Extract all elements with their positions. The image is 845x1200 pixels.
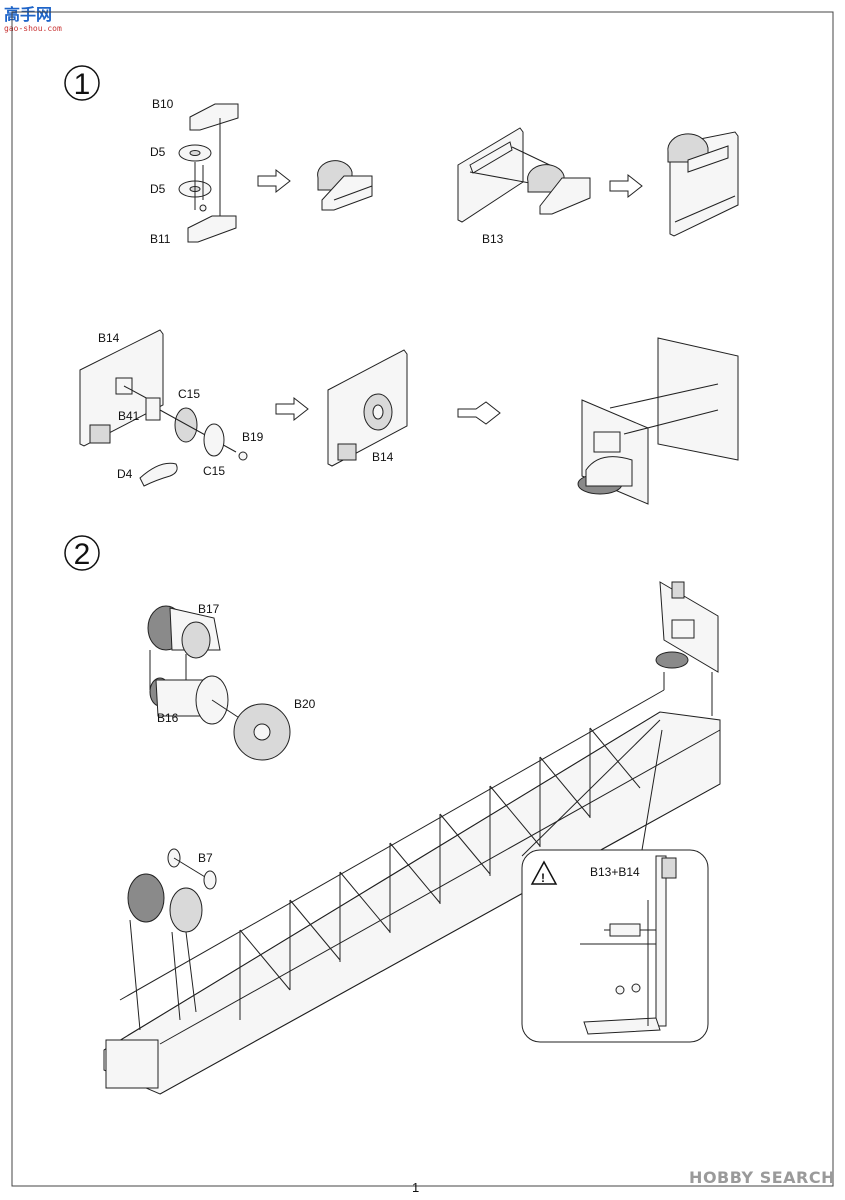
part-b7-right bbox=[203, 870, 217, 890]
label-b14-mid: B14 bbox=[372, 450, 394, 464]
label-b16: B16 bbox=[157, 711, 179, 725]
site-logo: 高手网 gao-shou.com bbox=[4, 6, 70, 38]
lattice-boom bbox=[103, 689, 721, 1095]
part-b13 bbox=[457, 127, 524, 223]
step-1-marker: 1 bbox=[64, 65, 100, 101]
label-b10: B10 bbox=[152, 97, 174, 111]
winch-b7-exploded: B7 bbox=[127, 848, 217, 1031]
label-b13: B13 bbox=[482, 232, 504, 246]
label-b19: B19 bbox=[242, 430, 264, 444]
label-b13-b14: B13+B14 bbox=[590, 865, 640, 879]
part-d4 bbox=[139, 462, 178, 487]
pulley-bracket-assembled bbox=[317, 160, 373, 211]
label-b20: B20 bbox=[294, 697, 316, 711]
label-c15-bottom: C15 bbox=[203, 464, 225, 478]
caution-triangle-icon bbox=[530, 860, 558, 885]
detail-inset: ! B13+B14 bbox=[521, 849, 709, 1043]
label-b17: B17 bbox=[198, 602, 220, 616]
logo-line2: gao-shou.com bbox=[4, 24, 62, 33]
winch-unit-top-right bbox=[655, 581, 719, 716]
label-b7: B7 bbox=[198, 851, 213, 865]
combine-arrow bbox=[457, 401, 501, 425]
winch-drum-exploded: B17 B16 B20 bbox=[147, 602, 316, 761]
part-c15-wheel bbox=[203, 423, 225, 457]
next-arrow-1 bbox=[257, 168, 291, 194]
next-arrow-3 bbox=[275, 396, 309, 422]
frame-assembly-step1 bbox=[577, 337, 739, 505]
b13-panel-assembled bbox=[667, 131, 739, 237]
part-b11 bbox=[187, 215, 237, 243]
part-b10 bbox=[189, 103, 239, 131]
watermark-text: HOBBY SEARCH bbox=[689, 1168, 835, 1187]
logo-line1: 高手网 bbox=[4, 5, 53, 24]
label-d4: D4 bbox=[117, 467, 133, 481]
svg-text:!: ! bbox=[541, 871, 545, 885]
part-b41 bbox=[145, 397, 161, 421]
label-b14-top: B14 bbox=[98, 331, 120, 345]
b13-panel-assembly: B13 bbox=[457, 127, 591, 246]
step-2-marker: 2 bbox=[64, 535, 100, 571]
part-block bbox=[89, 424, 111, 444]
b14-winch-assembled: B14 bbox=[327, 349, 408, 467]
label-b41: B41 bbox=[118, 409, 140, 423]
part-c15-gear bbox=[174, 407, 198, 443]
page-border bbox=[11, 11, 834, 1187]
b14-winch-exploded: B14 B41 C15 B19 C15 D4 bbox=[79, 329, 264, 487]
next-arrow-2 bbox=[609, 173, 643, 199]
label-d5-top: D5 bbox=[150, 145, 166, 159]
part-b19 bbox=[238, 451, 248, 461]
label-d5-bottom: D5 bbox=[150, 182, 166, 196]
step-1-number: 1 bbox=[74, 68, 91, 101]
label-b11: B11 bbox=[150, 232, 171, 246]
step-2-number: 2 bbox=[74, 538, 91, 571]
label-c15-top: C15 bbox=[178, 387, 200, 401]
page-number: 1 bbox=[412, 1180, 420, 1195]
pulley-bracket-exploded: B10 D5 D5 B11 bbox=[150, 97, 239, 246]
